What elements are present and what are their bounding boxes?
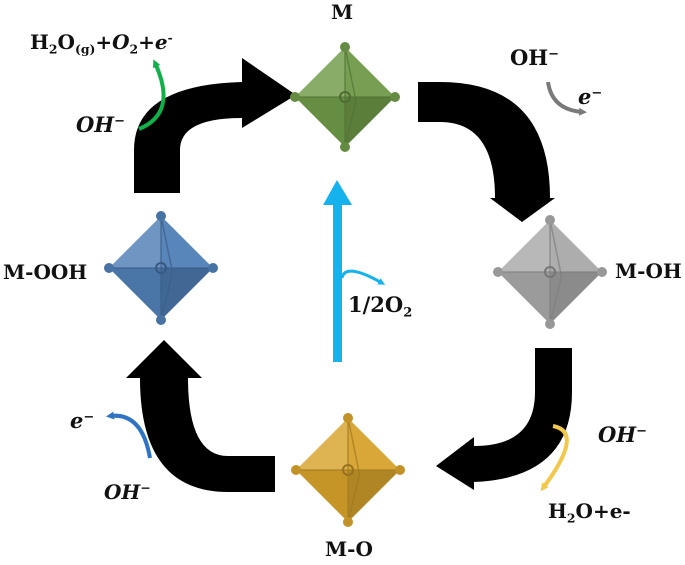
metal-center-atom xyxy=(155,262,167,274)
step2-reactant: OH− xyxy=(598,422,648,447)
oxygen-atom xyxy=(340,142,350,152)
oct-face xyxy=(345,47,395,97)
oxygen-atom xyxy=(545,215,555,225)
oct-face xyxy=(161,268,213,320)
cycle-arrow-mo-to-mooh xyxy=(126,340,275,492)
oct-face xyxy=(550,272,602,324)
octahedron-m-oh xyxy=(493,215,607,329)
oct-edge xyxy=(347,473,361,523)
oct-face xyxy=(295,47,345,97)
label-m: M xyxy=(331,0,354,24)
cycle-arrow-m-to-moh xyxy=(418,82,555,222)
oct-face xyxy=(550,220,602,272)
metal-center-atom xyxy=(544,266,556,278)
oct-edge xyxy=(549,275,563,325)
oct-edge xyxy=(344,46,357,102)
step1-arrow xyxy=(546,81,587,116)
oxygen-atom xyxy=(493,267,503,277)
step2-product: H2O+e- xyxy=(548,499,631,526)
oct-edge xyxy=(347,417,361,475)
oxygen-atom xyxy=(291,465,301,475)
oct-edge xyxy=(160,271,174,321)
oct-face xyxy=(295,97,345,147)
oxygen-atom xyxy=(156,211,166,221)
oxygen-atom xyxy=(545,319,555,329)
oct-face xyxy=(498,272,550,324)
oxygen-atom xyxy=(156,315,166,325)
oct-edge xyxy=(160,215,174,273)
oct-face xyxy=(109,216,161,268)
oct-edge xyxy=(549,219,563,277)
oct-face xyxy=(296,418,348,470)
oxygen-atom xyxy=(390,92,400,102)
step3-product: e− xyxy=(70,408,95,433)
metal-center-atom xyxy=(339,91,351,103)
step3-reactant: OH− xyxy=(104,480,151,504)
step4-arrow xyxy=(138,59,166,131)
metal-center-atom xyxy=(342,464,354,476)
step3-arrow xyxy=(106,411,152,459)
step1-reactant: OH− xyxy=(510,45,560,70)
oct-face xyxy=(348,418,400,470)
label-m-ooh: M-OOH xyxy=(3,260,88,284)
oxygen-atom xyxy=(343,517,353,527)
oct-edge xyxy=(344,100,357,148)
label-m-oh: M-OH xyxy=(615,259,682,283)
oct-face xyxy=(109,268,161,320)
oxygen-atom xyxy=(597,267,607,277)
oct-face xyxy=(345,97,395,147)
step4-product: H2O(g)+O2+e- xyxy=(30,30,173,57)
oct-face xyxy=(161,216,213,268)
step1-product: e− xyxy=(578,84,603,109)
step4-reactant: OH− xyxy=(76,112,126,137)
oxygen-atom xyxy=(340,42,350,52)
oxygen-atom xyxy=(395,465,405,475)
octahedron-m xyxy=(290,42,400,152)
o2-release-label: 1/2O2 xyxy=(348,292,413,321)
oxygen-atom xyxy=(343,413,353,423)
octahedron-m-ooh xyxy=(104,211,218,325)
cycle-arrow-moh-to-mo xyxy=(436,348,572,490)
oct-face xyxy=(348,470,400,522)
central-o2-release-arrow xyxy=(323,180,386,362)
oxygen-atom xyxy=(208,263,218,273)
step2-arrow xyxy=(540,424,569,492)
oct-face xyxy=(296,470,348,522)
oxygen-atom xyxy=(104,263,114,273)
cycle-arrow-mooh-to-m xyxy=(134,58,296,193)
oct-face xyxy=(498,220,550,272)
label-m-o: M-O xyxy=(325,537,373,561)
octahedron-m-o xyxy=(291,413,405,527)
oxygen-atom xyxy=(290,92,300,102)
